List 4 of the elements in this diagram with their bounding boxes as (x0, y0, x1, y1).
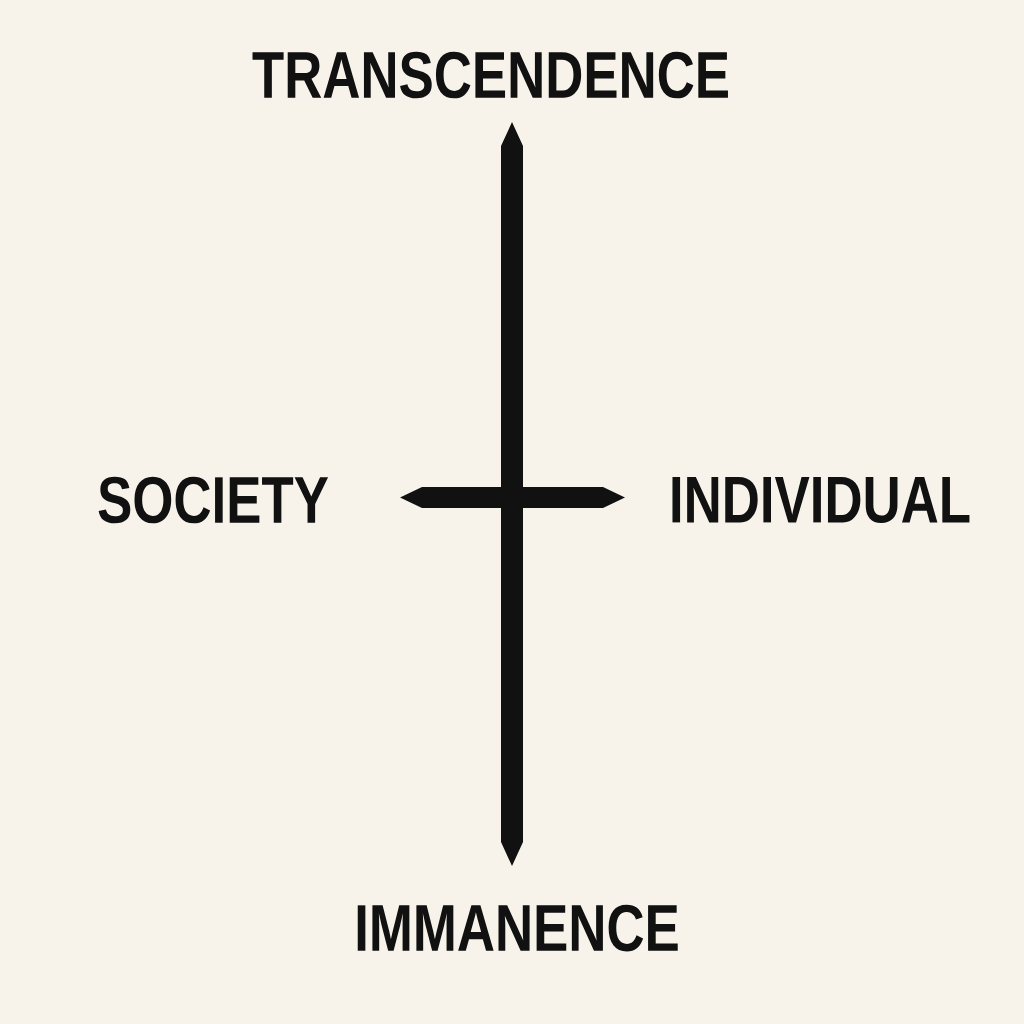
axis-label: TRANSCENDENCE (252, 51, 728, 99)
axis-label: SOCIETY (98, 476, 329, 524)
axis-label: INDIVIDUAL (672, 477, 970, 524)
axis-label: IMMANENCE (357, 904, 678, 952)
